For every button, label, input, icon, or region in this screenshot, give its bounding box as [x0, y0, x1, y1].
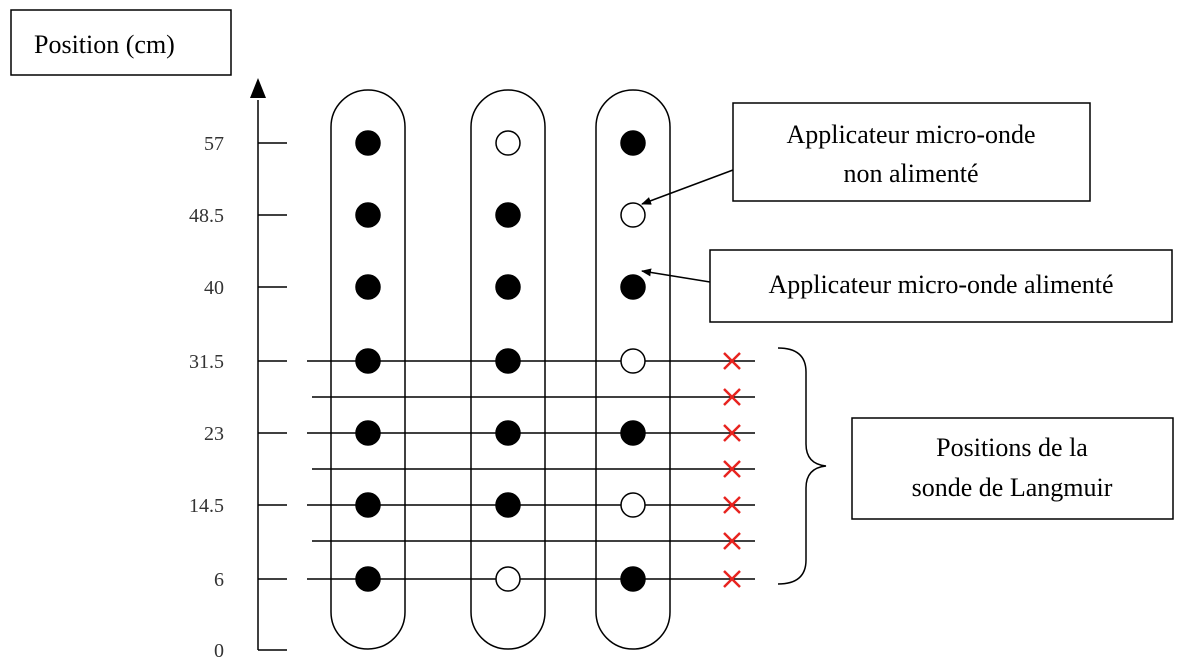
axis-arrowhead — [250, 78, 266, 98]
probe-markers — [723, 352, 741, 588]
applicator-on-dot — [620, 274, 646, 300]
probe-marker-cross — [723, 496, 741, 514]
callout-probe-text-2: sonde de Langmuir — [912, 473, 1113, 502]
applicator-on-dot — [620, 566, 646, 592]
callout-on-text: Applicateur micro-onde alimenté — [768, 270, 1113, 299]
probe-marker-cross — [723, 460, 741, 478]
applicator-column-1 — [330, 89, 406, 650]
axis-tick-label: 14.5 — [189, 495, 224, 517]
applicator-on-dot — [495, 348, 521, 374]
applicator-on-dot — [495, 274, 521, 300]
probe-marker-cross — [723, 532, 741, 550]
probe-marker-cross — [723, 424, 741, 442]
callout-off-box — [732, 102, 1091, 202]
callout-probe-box — [851, 417, 1174, 520]
applicator-on-dot — [355, 130, 381, 156]
applicator-on-dot — [355, 348, 381, 374]
callout-off-arrow — [641, 169, 734, 205]
axis-tick-label: 31.5 — [189, 351, 224, 373]
applicator-on-dot — [620, 130, 646, 156]
probe-marker-cross — [723, 388, 741, 406]
applicator-on-dot — [620, 420, 646, 446]
axis-tick-label: 57 — [204, 133, 224, 155]
applicator-on-dot — [355, 566, 381, 592]
applicator-on-dot — [355, 420, 381, 446]
applicator-on-dot — [355, 202, 381, 228]
callout-on-arrow — [641, 268, 711, 283]
probe-lines — [307, 360, 755, 580]
callout-off: Applicateur micro-onde non alimenté — [641, 102, 1091, 205]
axis-title-box: Position (cm) — [10, 9, 232, 76]
axis-tick-label: 6 — [214, 569, 224, 591]
applicator-on-dot — [495, 492, 521, 518]
applicator-on-dot — [495, 202, 521, 228]
axis-tick-label: 48.5 — [189, 205, 224, 227]
applicator-off-dot — [620, 492, 646, 518]
callout-off-text-2: non alimenté — [843, 159, 978, 188]
applicator-on-dot — [355, 274, 381, 300]
vertical-axis — [250, 78, 266, 650]
applicator-dots — [355, 130, 646, 592]
applicator-on-dot — [355, 492, 381, 518]
callout-on: Applicateur micro-onde alimenté — [641, 249, 1173, 323]
applicator-off-dot — [495, 130, 521, 156]
axis-ticks: 57 48.5 40 31.5 23 14.5 6 0 — [189, 133, 287, 662]
probe-brace — [777, 347, 827, 585]
probe-marker-cross — [723, 352, 741, 370]
applicator-column-3 — [595, 89, 671, 650]
callout-off-text-1: Applicateur micro-onde — [786, 120, 1035, 149]
axis-tick-label: 0 — [214, 640, 224, 662]
callout-probe: Positions de la sonde de Langmuir — [851, 417, 1174, 520]
applicator-columns — [330, 89, 671, 650]
applicator-off-dot — [620, 348, 646, 374]
callout-on-box — [709, 249, 1173, 323]
axis-tick-label: 40 — [204, 277, 224, 299]
applicator-off-dot — [495, 566, 521, 592]
probe-marker-cross — [723, 570, 741, 588]
callout-probe-text-1: Positions de la — [936, 433, 1088, 462]
applicator-off-dot — [620, 202, 646, 228]
axis-title: Position (cm) — [34, 30, 175, 59]
applicator-on-dot — [495, 420, 521, 446]
applicator-column-2 — [470, 89, 546, 650]
axis-tick-label: 23 — [204, 423, 224, 445]
